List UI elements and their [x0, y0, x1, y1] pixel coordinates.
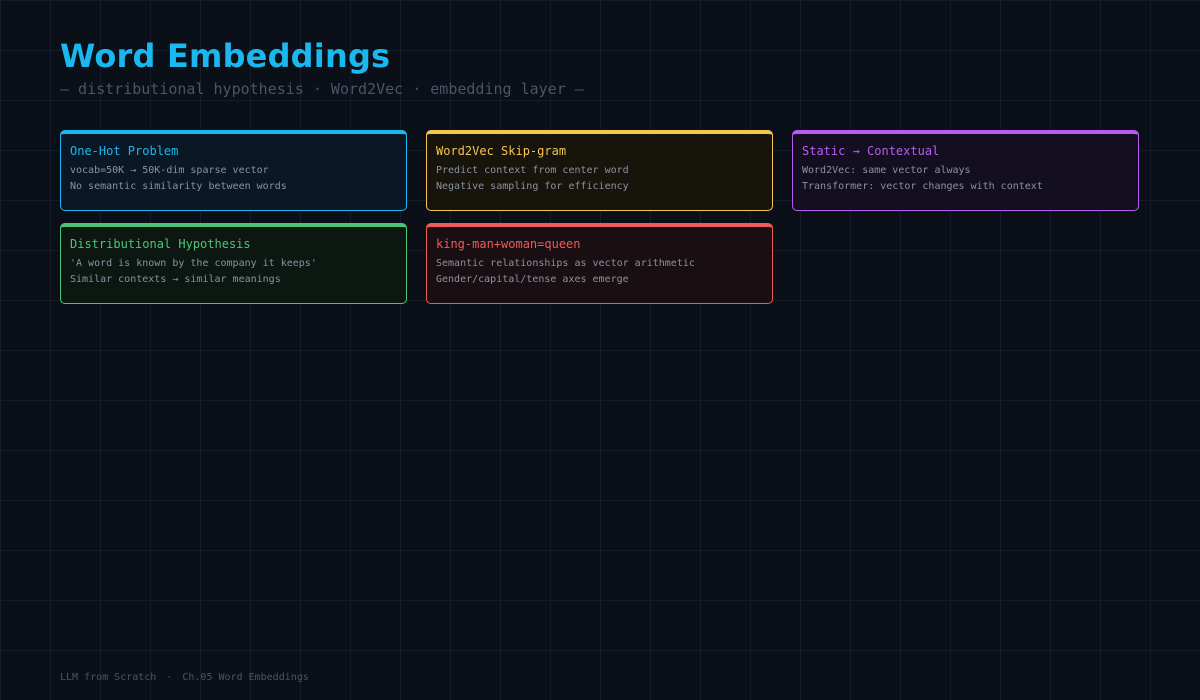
- card-line: Transformer: vector changes with context: [802, 181, 1043, 192]
- card-word2vec-skip-gram: Word2Vec Skip-gram Predict context from …: [426, 130, 773, 211]
- footer-book-title: LLM from Scratch: [60, 672, 157, 683]
- footer-separator: ·: [166, 672, 173, 683]
- card-title: Distributional Hypothesis: [70, 237, 251, 251]
- card-title: Static → Contextual: [802, 144, 940, 158]
- card-king-man-woman-queen: king-man+woman=queen Semantic relationsh…: [426, 223, 773, 304]
- card-line: Predict context from center word: [436, 165, 629, 176]
- card-line: Word2Vec: same vector always: [802, 165, 971, 176]
- card-title: king-man+woman=queen: [436, 237, 581, 251]
- card-one-hot-problem: One-Hot Problem vocab=50K → 50K-dim spar…: [60, 130, 407, 211]
- card-static-to-contextual: Static → Contextual Word2Vec: same vecto…: [792, 130, 1139, 211]
- card-line: No semantic similarity between words: [70, 181, 287, 192]
- card-line: Gender/capital/tense axes emerge: [436, 274, 629, 285]
- card-line: Similar contexts → similar meanings: [70, 274, 281, 285]
- footer-chapter: Ch.05 Word Embeddings: [182, 672, 309, 683]
- card-title: Word2Vec Skip-gram: [436, 144, 567, 158]
- card-line: Negative sampling for efficiency: [436, 181, 629, 192]
- card-line: Semantic relationships as vector arithme…: [436, 258, 695, 269]
- card-title: One-Hot Problem: [70, 144, 179, 158]
- page-subtitle: — distributional hypothesis · Word2Vec ·…: [60, 80, 584, 98]
- concept-cards: One-Hot Problem vocab=50K → 50K-dim spar…: [60, 130, 1140, 304]
- card-line: vocab=50K → 50K-dim sparse vector: [70, 165, 269, 176]
- footer: LLM from Scratch · Ch.05 Word Embeddings: [60, 671, 309, 685]
- card-line: 'A word is known by the company it keeps…: [70, 258, 317, 269]
- page-title: Word Embeddings: [60, 37, 391, 75]
- card-distributional-hypothesis: Distributional Hypothesis 'A word is kno…: [60, 223, 407, 304]
